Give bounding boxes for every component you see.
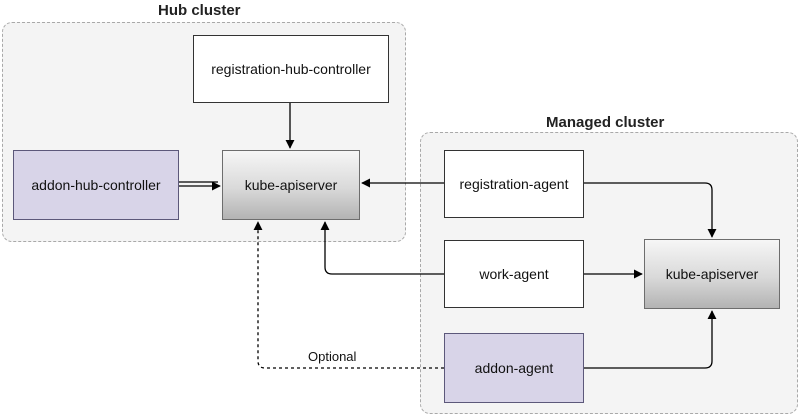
work-agent-node: work-agent — [444, 240, 584, 308]
registration-agent-node: registration-agent — [444, 150, 584, 218]
optional-edge-label: Optional — [308, 349, 357, 364]
addon-hub-controller-node: addon-hub-controller — [13, 150, 179, 220]
addon-agent-node: addon-agent — [444, 333, 584, 403]
registration-hub-controller-label: registration-hub-controller — [211, 61, 371, 77]
registration-agent-label: registration-agent — [459, 176, 569, 192]
addon-agent-label: addon-agent — [474, 360, 554, 376]
work-agent-label: work-agent — [479, 266, 549, 282]
addon-hub-controller-label: addon-hub-controller — [31, 177, 161, 193]
registration-hub-controller-node: registration-hub-controller — [193, 35, 389, 103]
managed-cluster-title: Managed cluster — [546, 114, 665, 131]
edge-regagent-to-managed-apiserver — [584, 182, 717, 238]
hub-cluster-title: Hub cluster — [158, 2, 241, 19]
managed-kube-apiserver-node: kube-apiserver — [644, 239, 780, 309]
hub-kube-apiserver-node: kube-apiserver — [222, 150, 360, 220]
edge-addonagent-to-hub-apiserver-optional — [253, 221, 444, 369]
managed-kube-apiserver-label: kube-apiserver — [665, 266, 759, 282]
edge-addonagent-to-managed-apiserver — [584, 310, 717, 369]
edge-workagent-to-hub-apiserver — [320, 221, 444, 275]
hub-kube-apiserver-label: kube-apiserver — [244, 177, 338, 193]
